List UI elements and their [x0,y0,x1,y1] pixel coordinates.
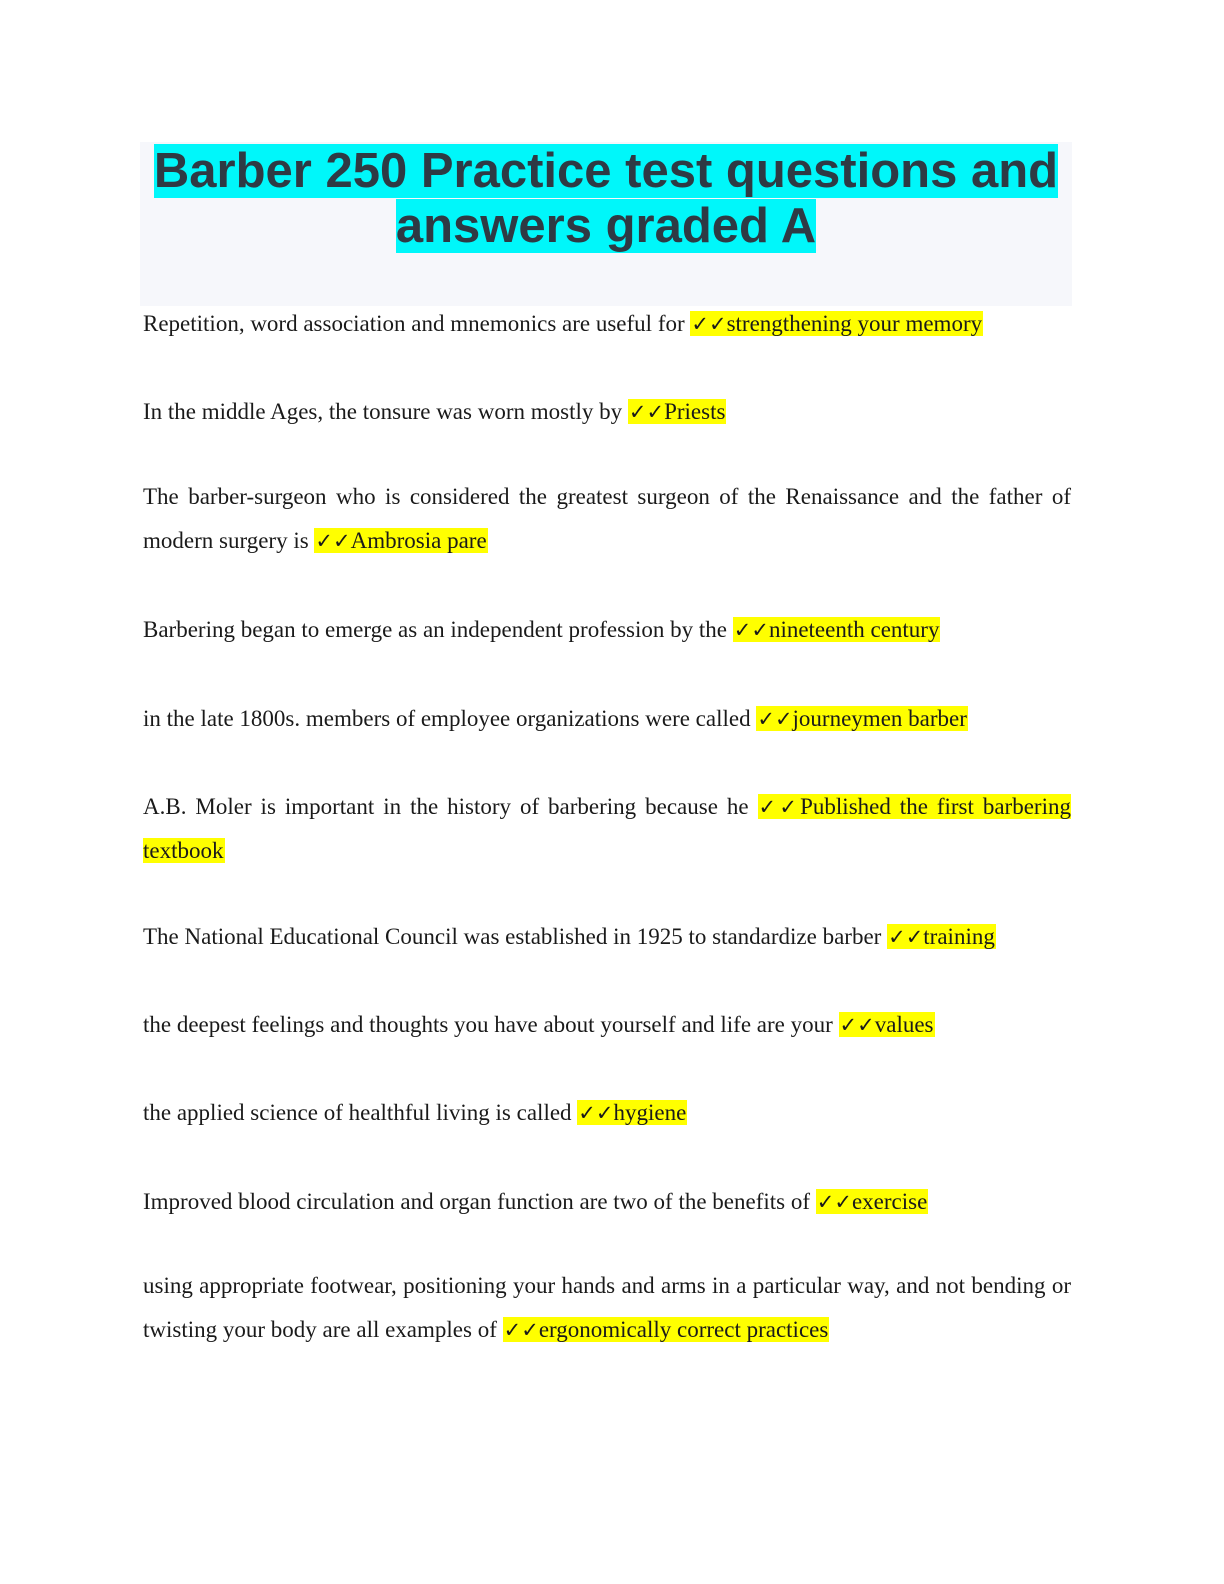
answer-highlight: ✓✓values [838,1012,935,1037]
answer-text: hygiene [613,1100,687,1125]
question-text: Improved blood circulation and organ fun… [143,1189,816,1214]
double-check-icon: ✓✓ [758,795,801,819]
qa-item-8: the deepest feelings and thoughts you ha… [143,1003,1071,1047]
question-text: the applied science of healthful living … [143,1100,578,1125]
question-text: The National Educational Council was est… [143,924,888,949]
answer-highlight: ✓✓Priests [627,399,727,424]
question-text: using appropriate footwear, positioning … [143,1273,1071,1342]
qa-item-11: using appropriate footwear, positioning … [143,1264,1071,1352]
double-check-icon: ✓✓ [839,1013,875,1037]
answer-highlight: ✓✓nineteenth century [732,617,941,642]
answer-text: Published the first barbering textbook [143,794,1071,863]
double-check-icon: ✓✓ [816,1190,852,1214]
qa-item-5: in the late 1800s. members of employee o… [143,697,1071,741]
question-text: the deepest feelings and thoughts you ha… [143,1012,839,1037]
answer-highlight: ✓✓training [887,924,996,949]
qa-item-4: Barbering began to emerge as an independ… [143,608,1071,652]
title-block: Barber 250 Practice test questions and a… [140,142,1072,306]
double-check-icon: ✓✓ [691,312,727,336]
question-text: The barber-surgeon who is considered the… [143,484,1071,553]
answer-text: ergonomically correct practices [538,1317,829,1342]
question-text: Barbering began to emerge as an independ… [143,617,733,642]
question-text: Repetition, word association and mnemoni… [143,311,691,336]
answer-highlight: ✓✓exercise [815,1189,929,1214]
qa-item-1: Repetition, word association and mnemoni… [143,302,1071,346]
qa-item-10: Improved blood circulation and organ fun… [143,1180,1071,1224]
answer-text: Priests [664,399,726,424]
answer-text: journeymen barber [792,706,967,731]
qa-item-3: The barber-surgeon who is considered the… [143,475,1071,563]
qa-item-9: the applied science of healthful living … [143,1091,1071,1135]
title-line-1: Barber 250 Practice test questions and [140,144,1072,199]
qa-item-6: A.B. Moler is important in the history o… [143,785,1071,873]
question-text: in the late 1800s. members of employee o… [143,706,757,731]
double-check-icon: ✓✓ [578,1101,614,1125]
answer-text: strengthening your memory [726,311,983,336]
answer-text: exercise [851,1189,928,1214]
question-text: A.B. Moler is important in the history o… [143,794,758,819]
double-check-icon: ✓✓ [757,707,793,731]
answer-highlight: ✓✓ergonomically correct practices [502,1317,830,1342]
answer-text: training [923,924,995,949]
qa-item-2: In the middle Ages, the tonsure was worn… [143,390,1071,434]
title-text-2: answers graded A [395,199,817,253]
answer-text: nineteenth century [768,617,940,642]
answer-text: Ambrosia pare [350,528,487,553]
double-check-icon: ✓✓ [503,1318,539,1342]
question-text: In the middle Ages, the tonsure was worn… [143,399,628,424]
answer-highlight: ✓✓Ambrosia pare [314,528,488,553]
double-check-icon: ✓✓ [888,925,924,949]
double-check-icon: ✓✓ [628,400,665,424]
qa-item-7: The National Educational Council was est… [143,915,1071,959]
answer-text: values [874,1012,934,1037]
title-text-1: Barber 250 Practice test questions and [153,144,1059,198]
double-check-icon: ✓✓ [315,529,351,553]
title-line-2: answers graded A [140,199,1072,254]
answer-highlight: ✓✓hygiene [577,1100,688,1125]
answer-highlight: ✓✓strengthening your memory [690,311,984,336]
double-check-icon: ✓✓ [733,618,769,642]
answer-highlight: ✓✓journeymen barber [756,706,968,731]
